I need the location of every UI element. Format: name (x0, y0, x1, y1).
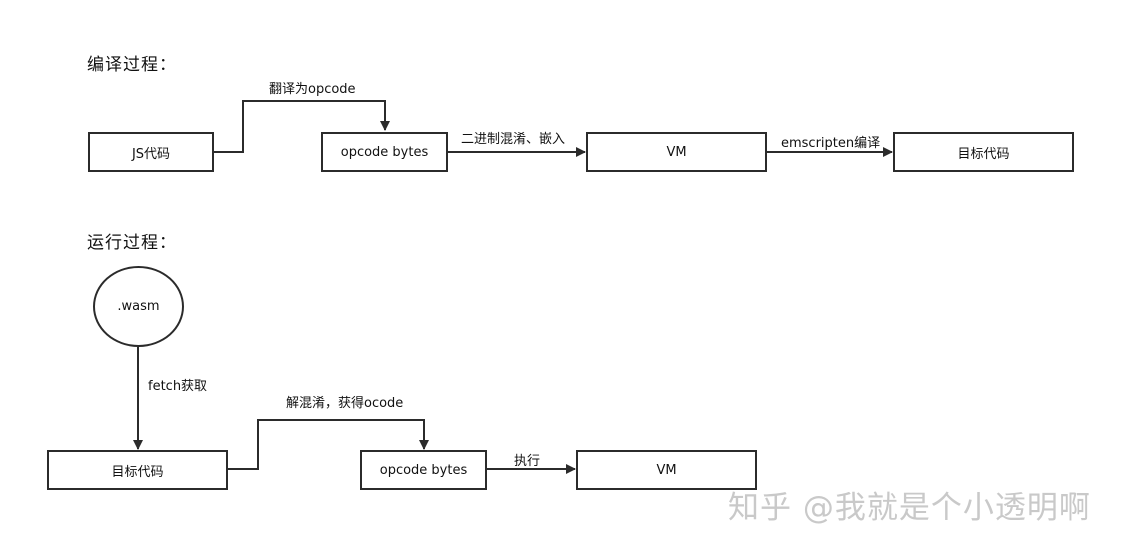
edge-target-to-opcode (228, 419, 429, 470)
node-vm-run: VM (576, 450, 757, 490)
node-target-code-run: 目标代码 (47, 450, 228, 490)
edge-label-translate: 翻译为opcode (269, 82, 356, 97)
node-label: opcode bytes (379, 462, 468, 478)
node-wasm: .wasm (93, 266, 184, 347)
node-label: .wasm (117, 299, 160, 314)
node-target-code: 目标代码 (893, 132, 1074, 172)
node-label: VM (666, 144, 687, 160)
compile-heading: 编译过程： (87, 55, 177, 75)
edge-label-execute: 执行 (514, 454, 541, 469)
node-label: JS代码 (131, 146, 171, 162)
runtime-heading: 运行过程： (87, 233, 177, 253)
node-vm: VM (586, 132, 767, 172)
node-opcode-bytes: opcode bytes (321, 132, 448, 172)
edge-label-deobfuscate: 解混淆，获得ocode (286, 396, 404, 411)
edge-label-fetch: fetch获取 (148, 379, 208, 394)
watermark-text: 知乎 @我就是个小透明啊 (728, 490, 1091, 526)
node-opcode-bytes-run: opcode bytes (360, 450, 487, 490)
edge-label-obfuscate: 二进制混淆、嵌入 (461, 132, 566, 147)
node-label: VM (656, 462, 677, 478)
node-label: opcode bytes (340, 144, 429, 160)
node-js-code: JS代码 (88, 132, 214, 172)
edge-js-to-opcode (213, 100, 390, 153)
node-label: 目标代码 (111, 464, 164, 480)
edge-label-emscripten: emscripten编译 (781, 136, 881, 151)
node-label: 目标代码 (957, 146, 1010, 162)
